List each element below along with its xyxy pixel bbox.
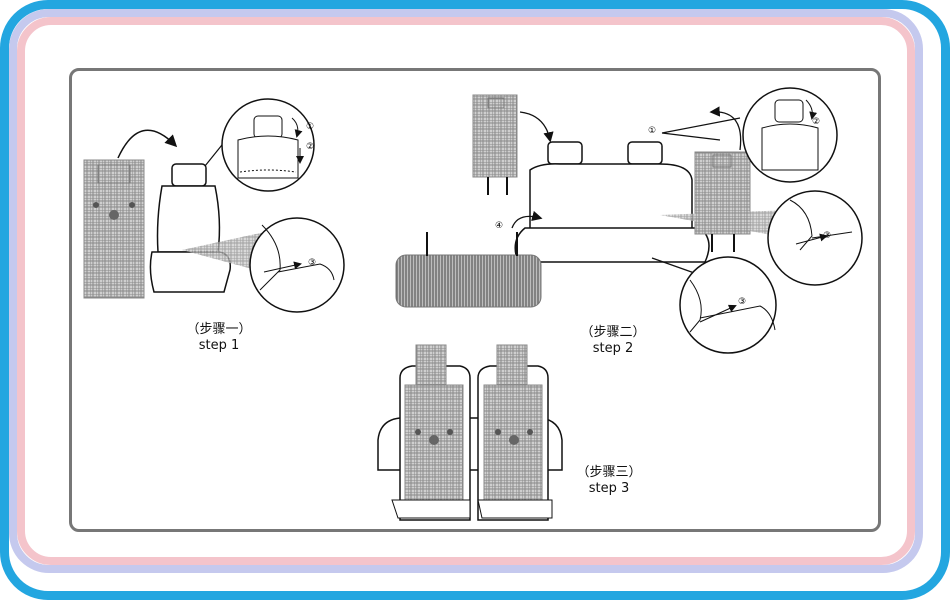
step2-headrest-cover <box>472 94 518 195</box>
step1-headrest-zoom <box>221 98 315 192</box>
step2-marker-4: ④ <box>495 221 503 231</box>
step1-marker-1: ① <box>306 122 314 132</box>
step1-arrow <box>117 129 178 159</box>
step1-caption: （步骤一） step 1 <box>159 322 279 354</box>
step2-marker-2: ② <box>812 117 820 127</box>
step2-headrest-zoom <box>742 87 838 183</box>
middle-frame <box>9 9 923 573</box>
step1-seat <box>149 163 232 293</box>
step1-caption-zh: （步骤一） <box>186 322 252 337</box>
step2-arrow-right <box>709 106 742 151</box>
step2-bench-cover-plank <box>395 232 542 308</box>
step3-seats-illustration <box>377 344 563 521</box>
step1-marker-2: ② <box>306 142 314 152</box>
step2-caption-en: step 2 <box>592 341 634 356</box>
step2-marker-3-right: ③ <box>823 231 831 241</box>
step2-tuck-zoom-bottom <box>679 256 777 354</box>
inner-frame <box>17 17 915 565</box>
step2-bench-seat <box>514 141 710 263</box>
step2-arrow-four <box>511 210 543 229</box>
step3-caption-en: step 3 <box>588 481 630 496</box>
step1-marker-3: ③ <box>308 258 316 268</box>
step1-cover-illustration <box>83 159 145 299</box>
step3-caption-zh: （步骤三） <box>576 465 642 480</box>
step2-caption: （步骤二） step 2 <box>553 325 673 357</box>
step1-tuck-zoom <box>249 217 345 313</box>
step2-caption-zh: （步骤二） <box>580 325 646 340</box>
step2-arrow-left <box>519 111 554 143</box>
step3-caption: （步骤三） step 3 <box>549 465 669 497</box>
step2-tuck-zoom-right <box>767 190 863 286</box>
step2-callout-lines <box>661 117 741 141</box>
step2-marker-1: ① <box>648 126 656 136</box>
step2-marker-3-bottom: ③ <box>738 297 746 307</box>
step2-tuck-beam-right <box>660 210 800 240</box>
step1-caption-en: step 1 <box>198 338 240 353</box>
